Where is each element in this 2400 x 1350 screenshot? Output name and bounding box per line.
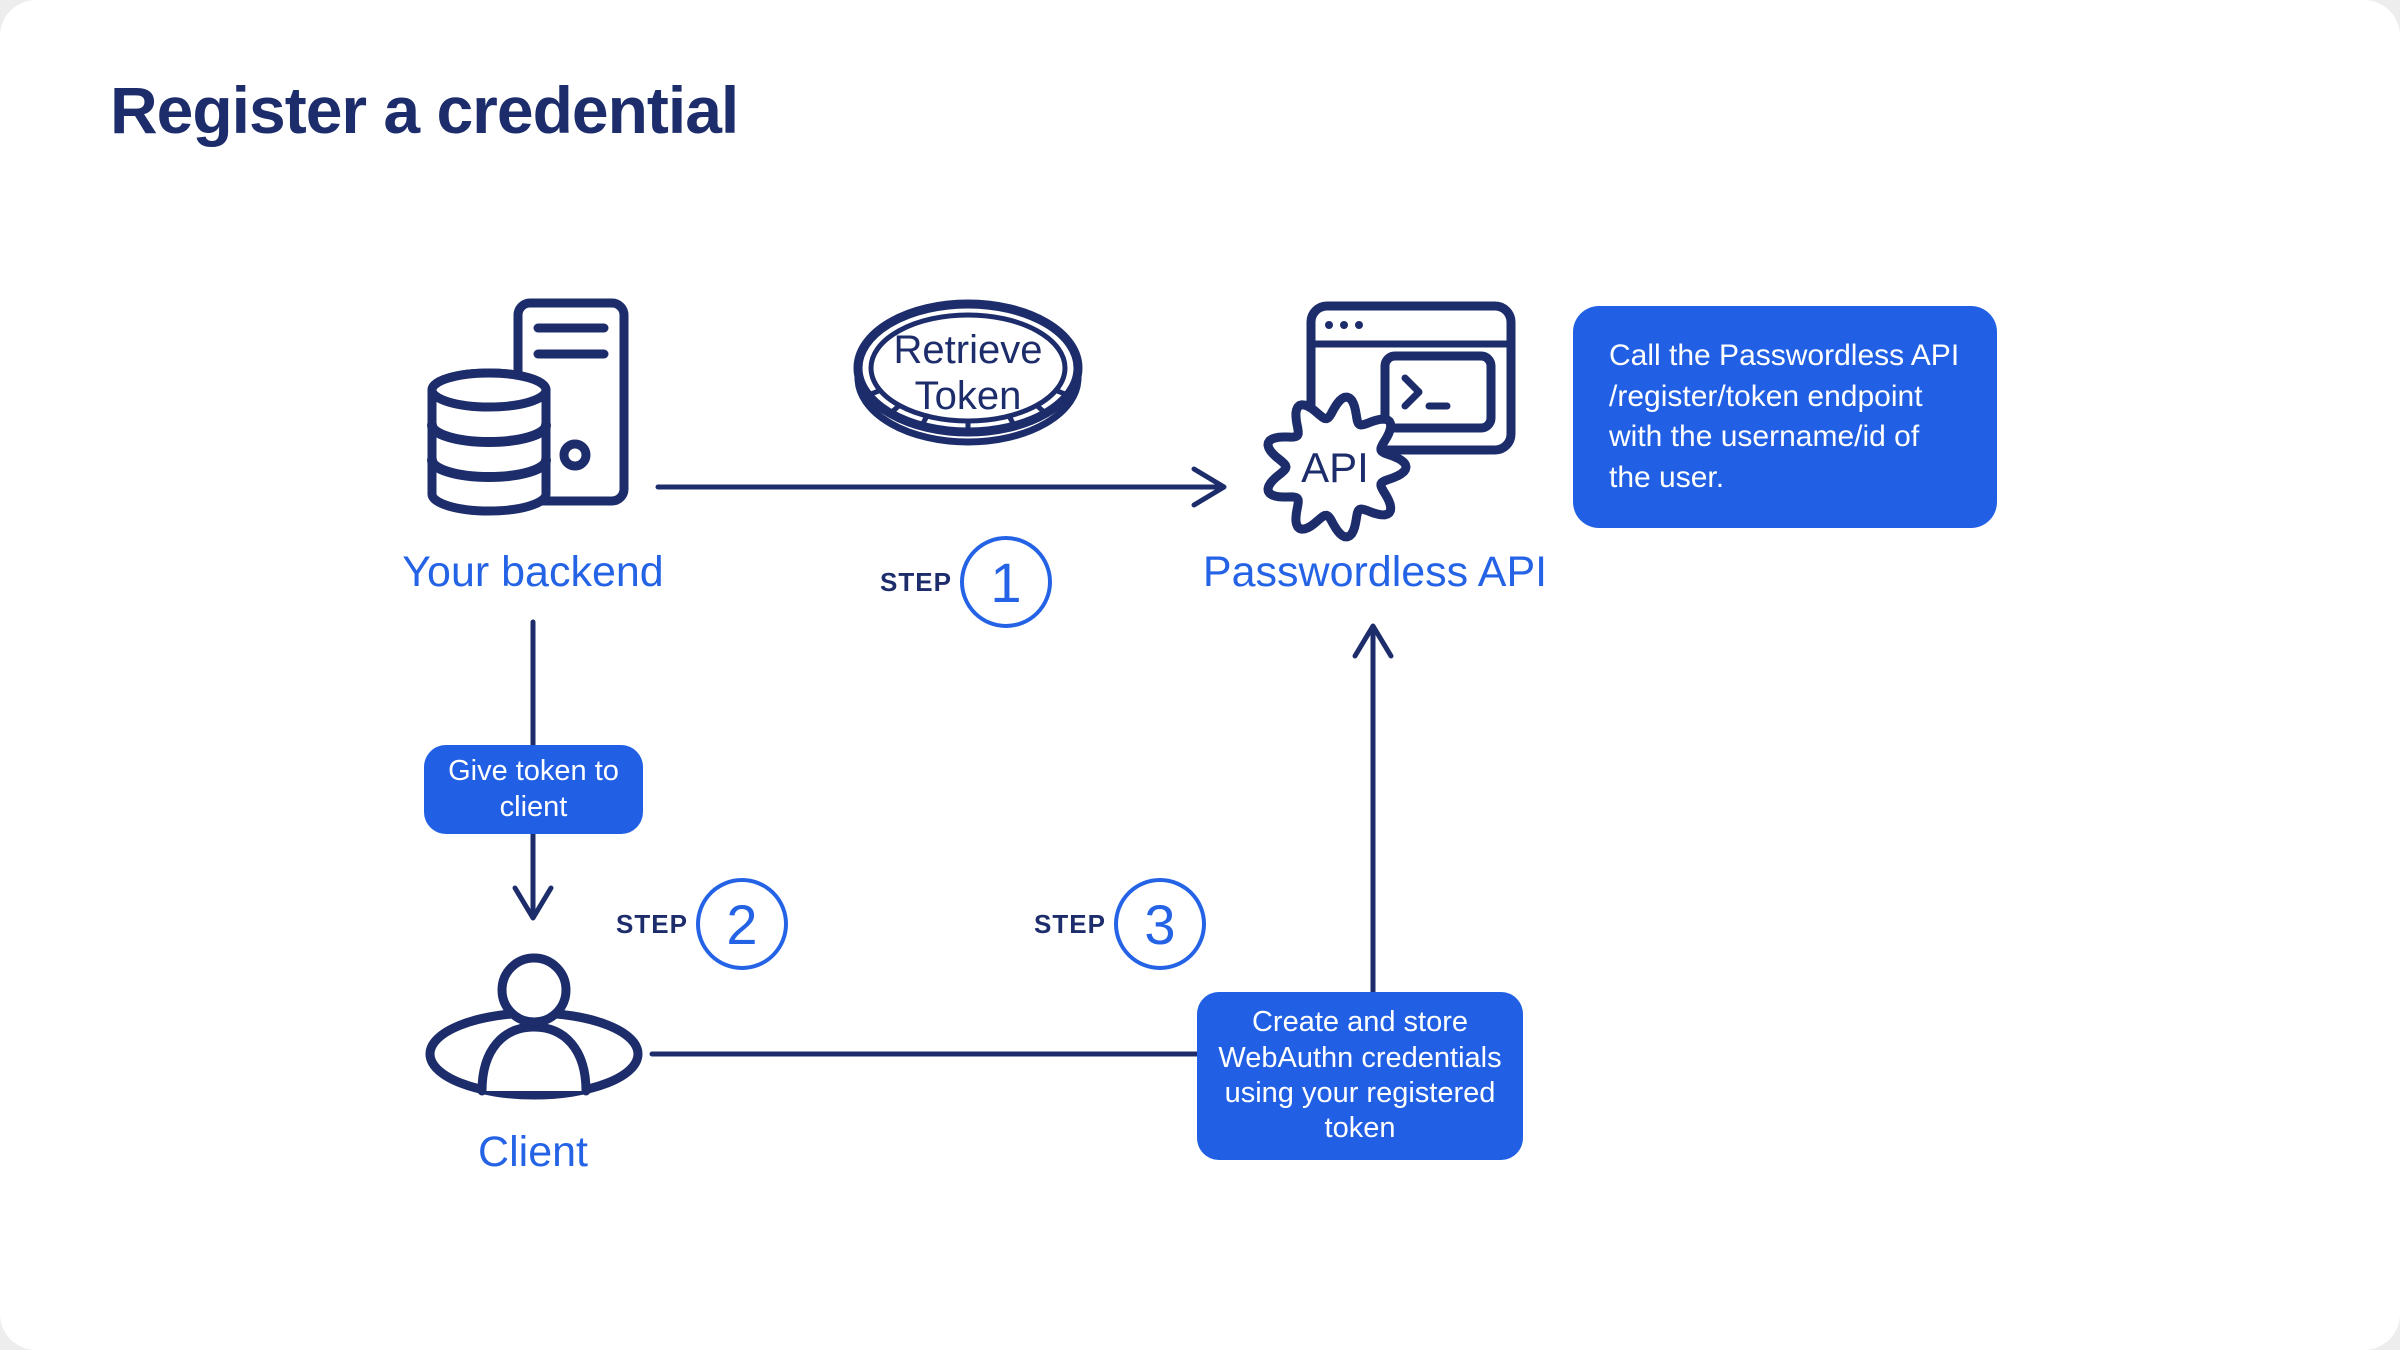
callout-create-store: Create and store WebAuthn credentials us… — [1197, 992, 1523, 1160]
step-1-number: 1 — [959, 536, 1052, 628]
backend-label: Your backend — [402, 548, 664, 596]
arrowhead-down-icon — [512, 885, 554, 921]
database-ring-icon — [427, 455, 551, 482]
database-ring-icon — [427, 420, 551, 447]
token-coin-label: Retrieve Token — [858, 327, 1078, 419]
step-2-number: 2 — [695, 878, 788, 970]
step-1-badge: STEP 1 — [880, 536, 1052, 628]
token-coin-icon — [853, 299, 1083, 446]
client-person-icon — [425, 953, 643, 1100]
client-head-icon — [497, 953, 571, 1027]
arrowhead-right-icon — [1191, 466, 1227, 508]
callout-give-token: Give token to client — [424, 745, 643, 834]
terminal-window-icon — [1380, 351, 1496, 433]
step-3-word: STEP — [1034, 908, 1106, 939]
passwordless-api-icon: API — [1263, 301, 1516, 542]
api-gear-icon — [1263, 392, 1411, 542]
backend-server-icon — [427, 298, 629, 516]
client-label: Client — [478, 1128, 588, 1176]
step-3-number: 3 — [1113, 878, 1206, 970]
step-1-word: STEP — [880, 566, 952, 597]
step-2-badge: STEP 2 — [616, 878, 788, 970]
token-coin-line2: Token — [914, 374, 1022, 418]
coin-rim-icon — [854, 374, 1082, 446]
database-top-icon — [427, 368, 551, 412]
coin-ridges-icon — [865, 387, 1071, 435]
token-coin-line1: Retrieve — [893, 328, 1043, 372]
terminal-prompt-icon — [1401, 374, 1423, 410]
api-gear-label: API — [1301, 444, 1369, 491]
step-3-badge: STEP 3 — [1034, 878, 1206, 970]
client-body-icon — [477, 1022, 591, 1096]
browser-dots-icon — [1325, 321, 1363, 329]
arrowhead-up-icon — [1352, 623, 1394, 659]
passwordless-api-label: Passwordless API — [1202, 548, 1548, 596]
callout-call-api: Call the Passwordless API /register/toke… — [1573, 306, 1997, 528]
server-power-icon — [559, 439, 591, 471]
page-title: Register a credential — [110, 73, 739, 147]
step-2-word: STEP — [616, 908, 688, 939]
